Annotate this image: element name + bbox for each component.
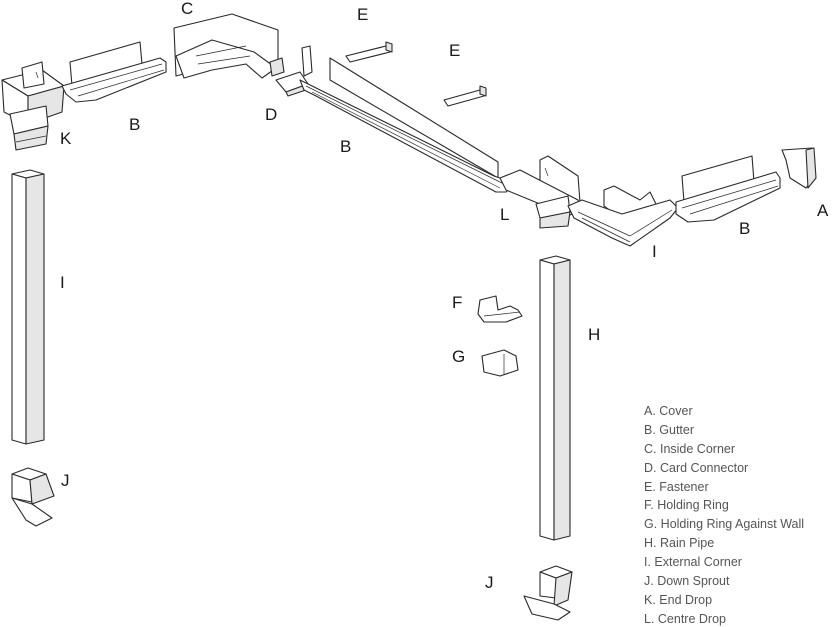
fastener-part-2 [443,85,487,107]
inside-corner-part [173,13,285,79]
legend-item: D. Card Connector [644,460,749,475]
holding-ring-part [477,295,523,323]
gutter-part-right [675,155,781,223]
label-b-3: B [739,219,751,238]
parts-legend: A. Cover B. Gutter C. Inside Corner D. C… [644,402,804,627]
gutter-part-long [299,45,513,193]
external-corner-part [567,185,679,247]
legend-item: K. End Drop [644,592,713,607]
legend-item: F. Holding Ring [644,498,729,513]
label-b-2: B [340,137,352,156]
label-b-1: B [129,115,141,134]
cover-part [781,147,817,189]
label-f: F [452,293,463,312]
label-g: G [452,347,466,366]
legend-item: L. Centre Drop [644,611,726,626]
label-j-1: J [61,471,70,490]
legend-item: I. External Corner [644,555,742,570]
label-j-2: J [485,573,494,592]
end-drop-part [1,61,65,151]
label-e-1: E [357,5,369,24]
label-i-2: I [652,242,657,261]
rain-pipe-left [11,169,45,445]
legend-item: A. Cover [644,404,693,418]
fastener-part-1 [345,41,393,63]
label-d: D [265,105,278,124]
label-e-2: E [449,41,461,60]
label-i-1: I [60,273,65,292]
legend-item: C. Inside Corner [644,441,736,456]
centre-drop-part [499,155,581,229]
legend-item: J. Down Sprout [644,574,730,589]
gutter-part-left [61,41,167,103]
label-k: K [60,129,72,148]
rain-pipe-right [539,255,571,541]
down-sprout-left [11,467,55,527]
label-c: C [181,0,194,18]
legend-item: G. Holding Ring Against Wall [644,517,805,532]
label-a: A [817,201,829,220]
label-l: L [500,205,510,224]
down-sprout-right [523,565,573,621]
legend-item: E. Fastener [644,479,709,494]
legend-item: H. Rain Pipe [644,536,715,551]
holding-ring-wall-part [481,349,519,377]
legend-item: B. Gutter [644,422,695,437]
label-h: H [588,325,601,344]
